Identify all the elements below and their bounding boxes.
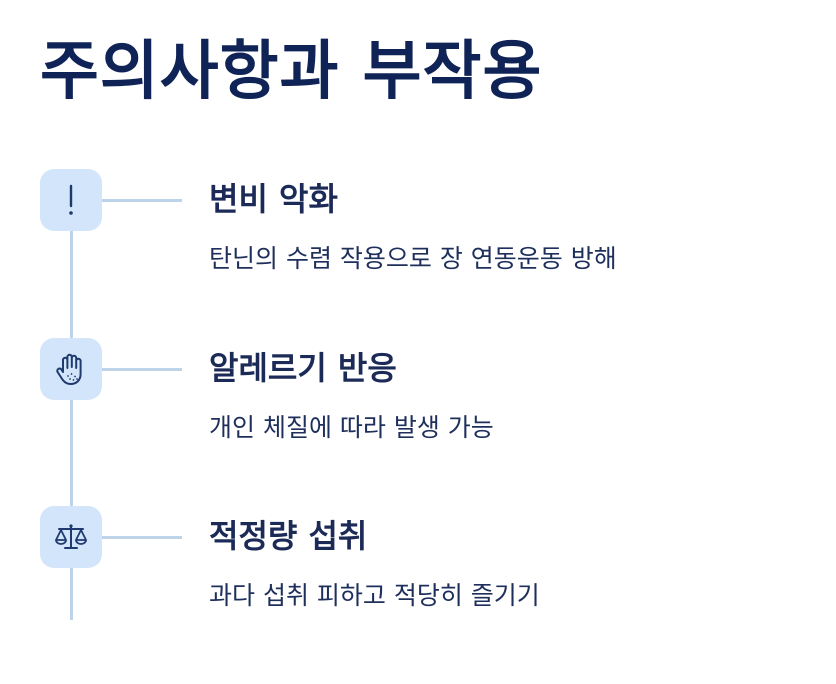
item-title: 알레르기 반응 — [209, 349, 397, 387]
timeline-item-moderation: 적정량 섭취 과다 섭취 피하고 적당히 즐기기 — [0, 506, 836, 636]
page-title: 주의사항과 부작용 — [40, 35, 543, 109]
timeline-line — [70, 200, 73, 620]
timeline-item-constipation: 변비 악화 탄닌의 수렴 작용으로 장 연동운동 방해 — [0, 169, 836, 299]
item-title: 적정량 섭취 — [209, 517, 368, 555]
connector-line — [102, 536, 182, 539]
connector-line — [102, 368, 182, 371]
balance-scale-icon — [40, 506, 102, 568]
item-description: 탄닌의 수렴 작용으로 장 연동운동 방해 — [209, 244, 617, 273]
item-description: 과다 섭취 피하고 적당히 즐기기 — [209, 581, 540, 610]
connector-line — [102, 199, 182, 202]
item-title: 변비 악화 — [209, 180, 338, 218]
exclamation-icon — [40, 169, 102, 231]
item-description: 개인 체질에 따라 발생 가능 — [209, 413, 494, 442]
timeline-item-allergy: 알레르기 반응 개인 체질에 따라 발생 가능 — [0, 338, 836, 468]
hand-icon — [40, 338, 102, 400]
